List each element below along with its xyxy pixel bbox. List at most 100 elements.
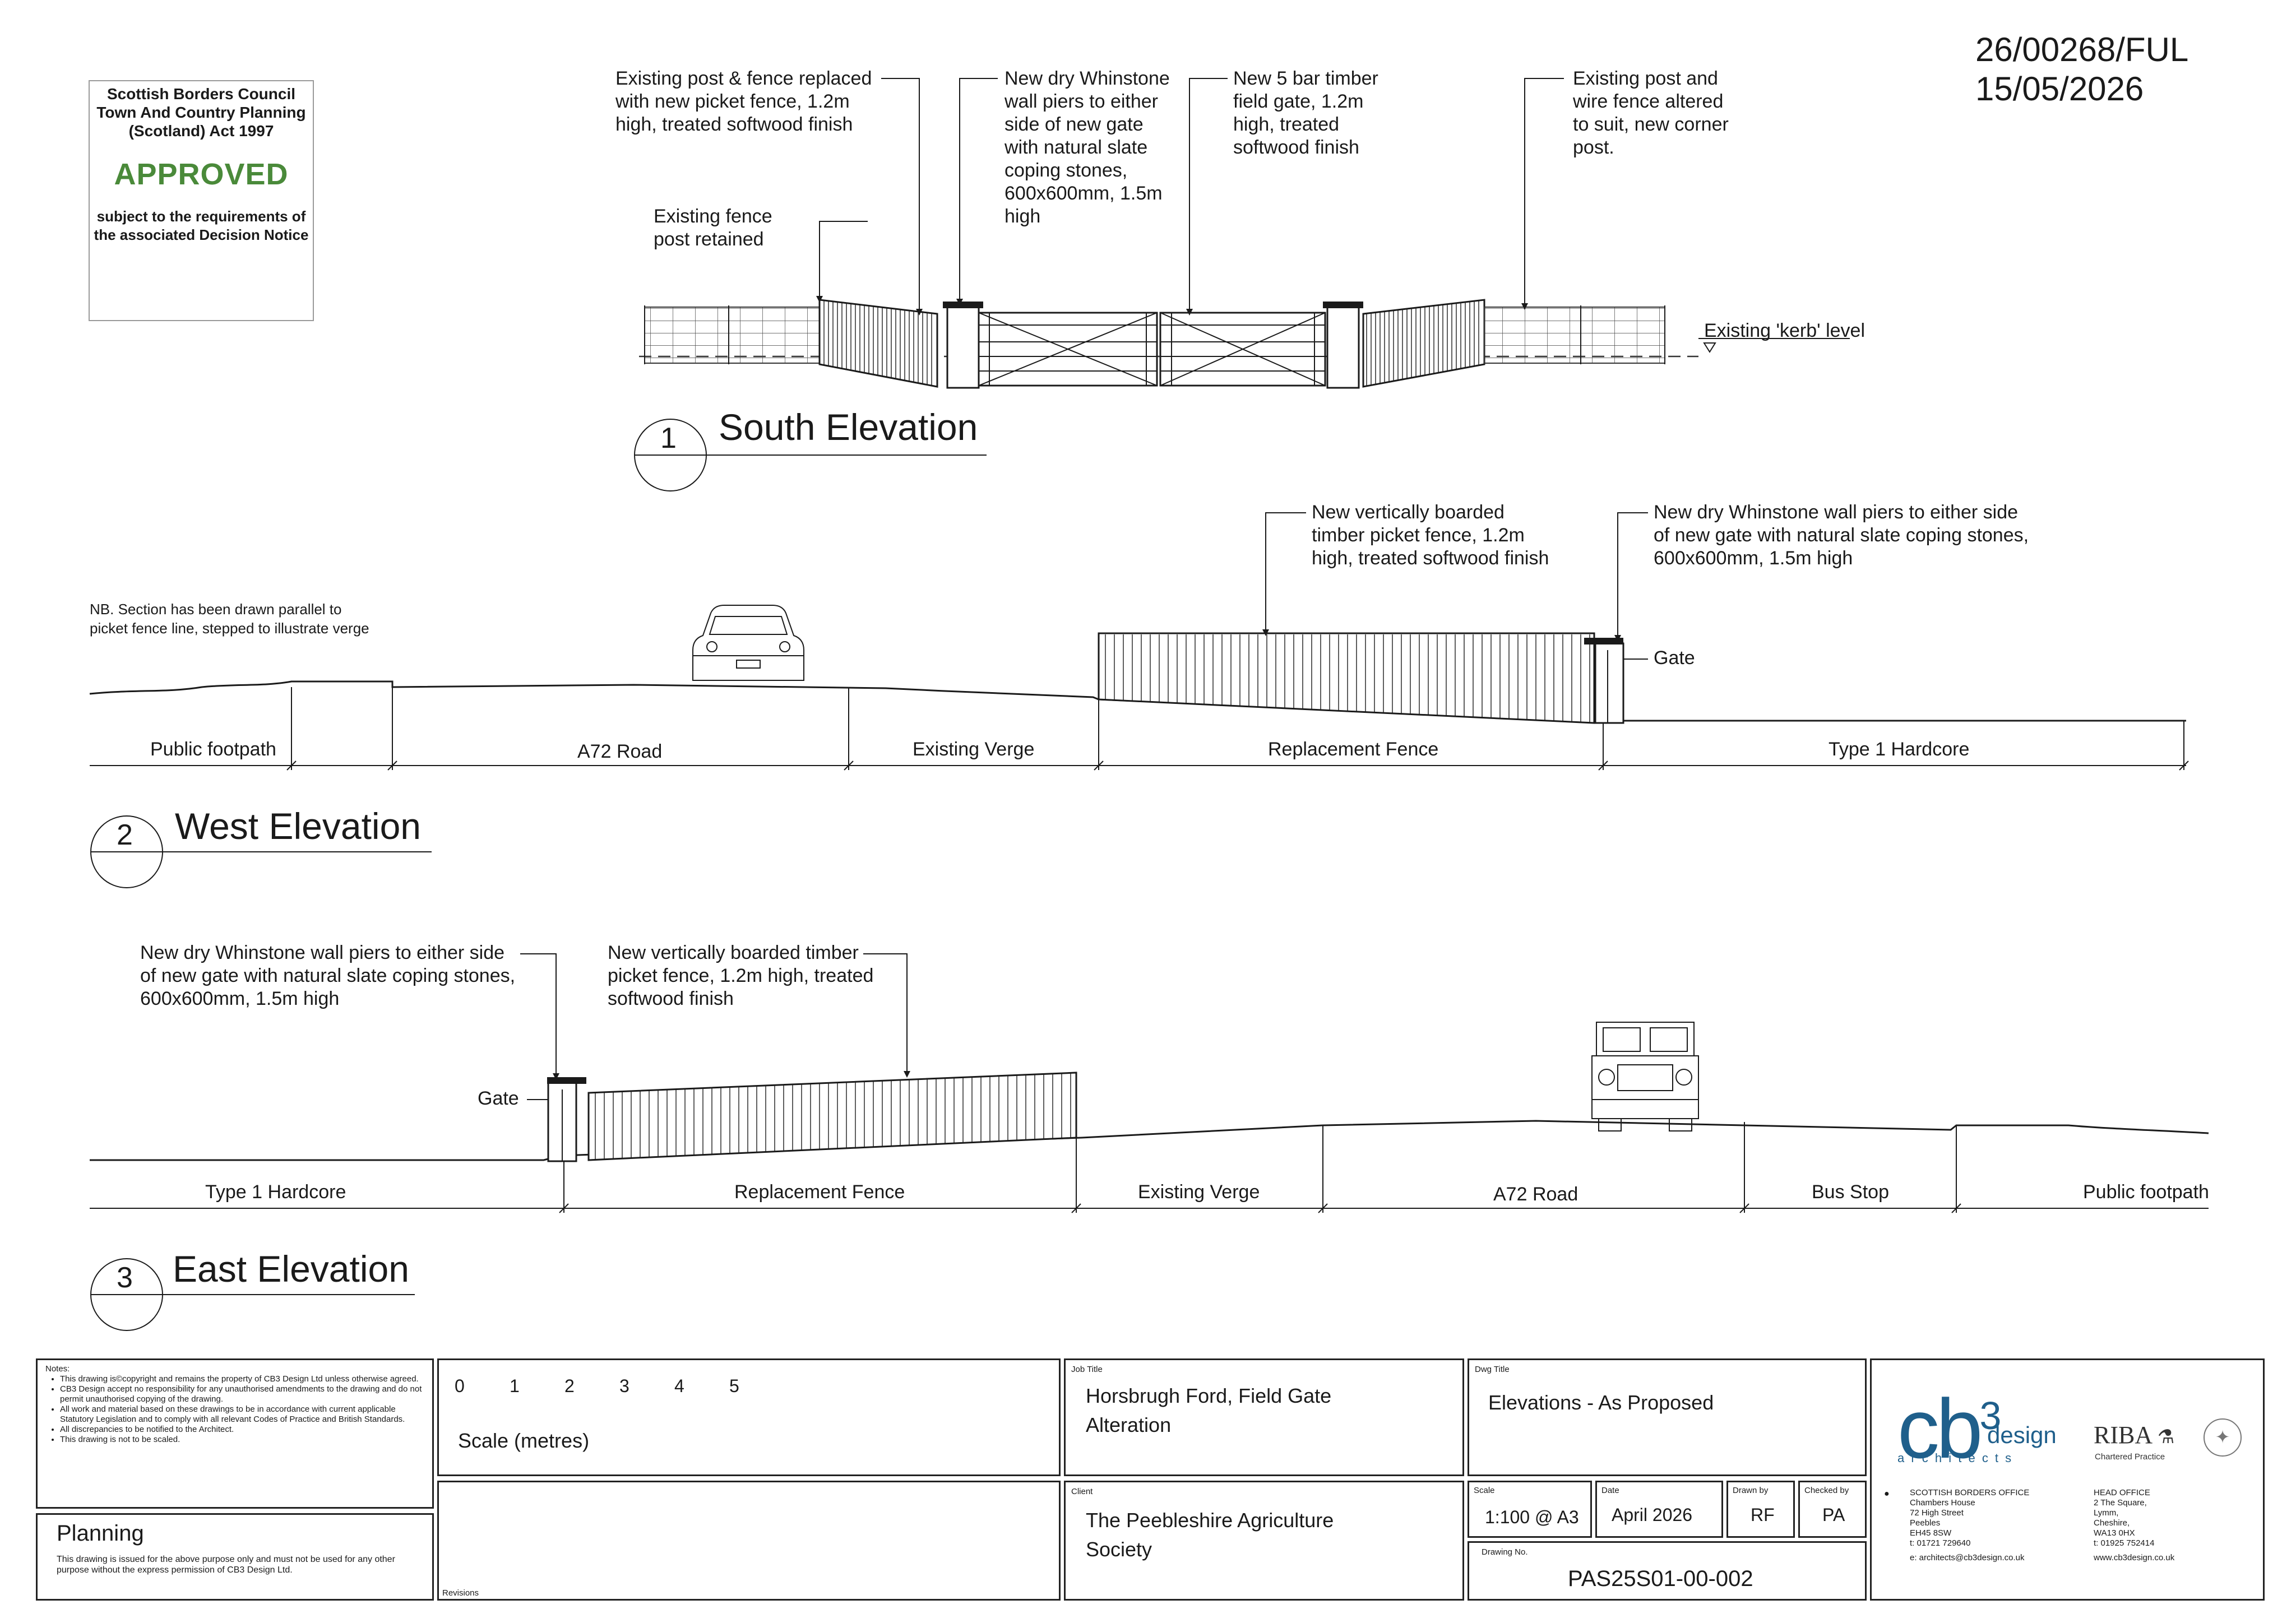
drawing-number: PAS25S01-00-002	[1568, 1566, 1753, 1591]
south-note-picket-line: Existing post & fence replaced	[615, 68, 872, 89]
west-zone-label: Public footpath	[150, 739, 276, 760]
south-note-picket-line: with new picket fence, 1.2m	[615, 91, 850, 112]
drawn-label: Drawn by	[1733, 1486, 1769, 1495]
riba-mark: RIBA ⚗	[2094, 1421, 2174, 1449]
west-zone-label: Replacement Fence	[1268, 739, 1439, 760]
south-note-post-line: post retained	[654, 229, 764, 250]
job-title-line1: Horsbrugh Ford, Field Gate	[1086, 1384, 1332, 1407]
east-zone-label: Public footpath	[2083, 1181, 2209, 1203]
scale-value: 1:100 @ A3	[1485, 1507, 1579, 1527]
west-ground-line	[89, 680, 2186, 722]
south-number: 1	[660, 422, 677, 455]
east-zone-label: Replacement Fence	[734, 1181, 905, 1203]
east-pier-coping	[547, 1077, 586, 1084]
office-right-line: www.cb3design.co.uk	[2094, 1553, 2175, 1562]
east-zone-label: Bus Stop	[1812, 1181, 1889, 1203]
picket-fence-left	[818, 299, 938, 388]
checked-value: PA	[1822, 1505, 1845, 1525]
date-value: April 2026	[1612, 1505, 1693, 1525]
west-pier	[1594, 642, 1624, 724]
drawing-number-label: Drawing No.	[1482, 1547, 1528, 1557]
purpose-panel: Planning This drawing is issued for the …	[36, 1513, 434, 1601]
five-bar-gate	[978, 312, 1326, 387]
west-zone-label: Existing Verge	[913, 739, 1035, 760]
south-note-kerb: Existing 'kerb' level	[1704, 319, 1865, 342]
office-left-line: 72 High Street	[1910, 1508, 1964, 1518]
west-car	[692, 605, 804, 681]
east-pier-note-line: of new gate with natural slate coping st…	[140, 965, 516, 986]
riba-text: RIBA	[2094, 1421, 2151, 1449]
west-pier-coping	[1584, 638, 1623, 644]
job-title-line2: Alteration	[1086, 1413, 1172, 1436]
picket-fence-right	[1362, 299, 1485, 388]
west-title: West Elevation	[175, 805, 421, 847]
east-zone-label: A72 Road	[1493, 1184, 1578, 1205]
east-picket-fence	[587, 1072, 1077, 1161]
logo-architects: a r c h i t e c t s	[1897, 1451, 2013, 1465]
east-number: 3	[117, 1262, 133, 1294]
scale-tick: 1	[510, 1376, 520, 1396]
office-left-line: e: architects@cb3design.co.uk	[1910, 1553, 2025, 1562]
east-fence-note-line: New vertically boarded timber	[608, 942, 859, 963]
note-item: This drawing is not to be scaled.	[60, 1435, 424, 1445]
note-item: All discrepancies to be notified to the …	[60, 1425, 424, 1435]
pier-left-coping	[943, 302, 983, 308]
south-leaders	[819, 78, 1564, 313]
scale-tick: 2	[564, 1376, 575, 1396]
scale-tick: 4	[674, 1376, 684, 1396]
office-right-line: Cheshire,	[2094, 1518, 2130, 1528]
south-note-piers-line: coping stones,	[1004, 160, 1128, 181]
stamp-status: APPROVED	[114, 157, 289, 191]
checked-field: Checked by PA	[1798, 1481, 1867, 1538]
south-note-gate-line: high, treated	[1233, 114, 1340, 135]
note-item: This drawing is©copyright and remains th…	[60, 1374, 424, 1384]
office-right-line: HEAD OFFICE	[2094, 1488, 2150, 1497]
scale-label: Scale (metres)	[458, 1429, 590, 1452]
east-ground-line	[90, 1120, 2209, 1161]
approval-stamp: Scottish Borders Council Town And Countr…	[89, 80, 314, 321]
west-nb-note-line: NB. Section has been drawn parallel to	[90, 601, 342, 618]
office-left-line: SCOTTISH BORDERS OFFICE	[1910, 1488, 2030, 1497]
west-fence-note-line: timber picket fence, 1.2m	[1312, 525, 1525, 546]
stamp-authority: Scottish Borders Council Town And Countr…	[96, 85, 306, 140]
east-fence-note-line: softwood finish	[608, 988, 734, 1009]
west-pier-note-line: of new gate with natural slate coping st…	[1654, 525, 2029, 546]
logo-design: design	[1987, 1422, 2057, 1448]
logo-sup: 3	[1979, 1394, 2002, 1437]
east-pier-note-line: New dry Whinstone wall piers to either s…	[140, 942, 505, 963]
dwg-title-label: Dwg Title	[1475, 1365, 1510, 1374]
purpose-title: Planning	[57, 1521, 144, 1546]
office-left-line: Chambers House	[1910, 1498, 1975, 1508]
west-gate-label-line: Gate	[1654, 647, 1695, 669]
west-fence-note-line: New vertically boarded	[1312, 502, 1505, 523]
south-note-piers-line: 600x600mm, 1.5m	[1004, 183, 1163, 204]
south-title: South Elevation	[719, 406, 978, 448]
east-pier-note-line: 600x600mm, 1.5m high	[140, 988, 340, 1009]
note-item: All work and material based on these dra…	[60, 1404, 424, 1425]
south-note-gate-line: New 5 bar timber	[1233, 68, 1378, 89]
south-note-wire-line: Existing post and	[1573, 68, 1718, 89]
west-zone-label: Type 1 Hardcore	[1829, 739, 1970, 760]
east-gate-label-line: Gate	[478, 1088, 519, 1109]
south-note-wire-line: wire fence altered	[1573, 91, 1724, 112]
south-note-piers-line: high	[1004, 206, 1041, 227]
logo-main: cb	[1897, 1381, 1983, 1476]
south-elevation	[634, 78, 1850, 491]
south-note-kerb-line: Existing 'kerb' level	[1704, 320, 1865, 341]
date-field: Date April 2026	[1595, 1481, 1723, 1538]
client-line1: The Peebleshire Agriculture	[1086, 1509, 1334, 1532]
notes-panel: Notes: This drawing is©copyright and rem…	[36, 1358, 434, 1509]
dwg-title: Elevations - As Proposed	[1488, 1391, 1714, 1414]
pier-right-coping	[1323, 302, 1363, 308]
wire-fence-left	[644, 307, 820, 364]
east-fence-note-line: picket fence, 1.2m high, treated	[608, 965, 874, 986]
south-note-piers-line: side of new gate	[1004, 114, 1144, 135]
scale-tick: 5	[729, 1376, 739, 1396]
